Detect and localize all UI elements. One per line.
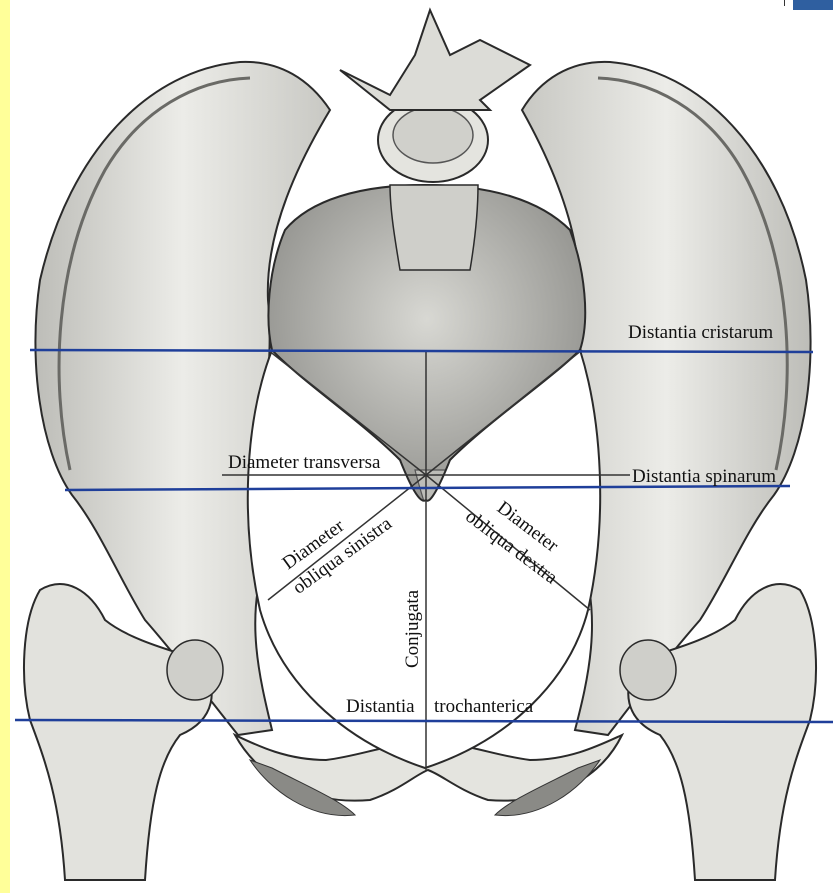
right-femoral-head bbox=[620, 640, 676, 700]
label-distantia-spinarum: Distantia spinarum bbox=[632, 466, 776, 487]
pelvis-diagram: Distantia cristarum Distantia spinarum D… bbox=[10, 0, 833, 893]
illustration-frame: Distantia cristarum Distantia spinarum D… bbox=[10, 0, 833, 893]
label-conjugata: Conjugata bbox=[402, 589, 423, 668]
label-distantia-trochanterica-2: trochanterica bbox=[434, 696, 534, 717]
label-distantia-cristarum: Distantia cristarum bbox=[628, 322, 773, 343]
label-distantia-trochanterica-1: Distantia bbox=[346, 696, 415, 717]
left-femoral-head bbox=[167, 640, 223, 700]
corner-accent bbox=[793, 0, 833, 10]
label-diameter-transversa: Diameter transversa bbox=[228, 452, 381, 473]
vertebra-endplate bbox=[393, 107, 473, 163]
corner-tick bbox=[784, 0, 785, 6]
vertebra-processes bbox=[340, 10, 530, 110]
vertebra-column bbox=[390, 185, 478, 270]
